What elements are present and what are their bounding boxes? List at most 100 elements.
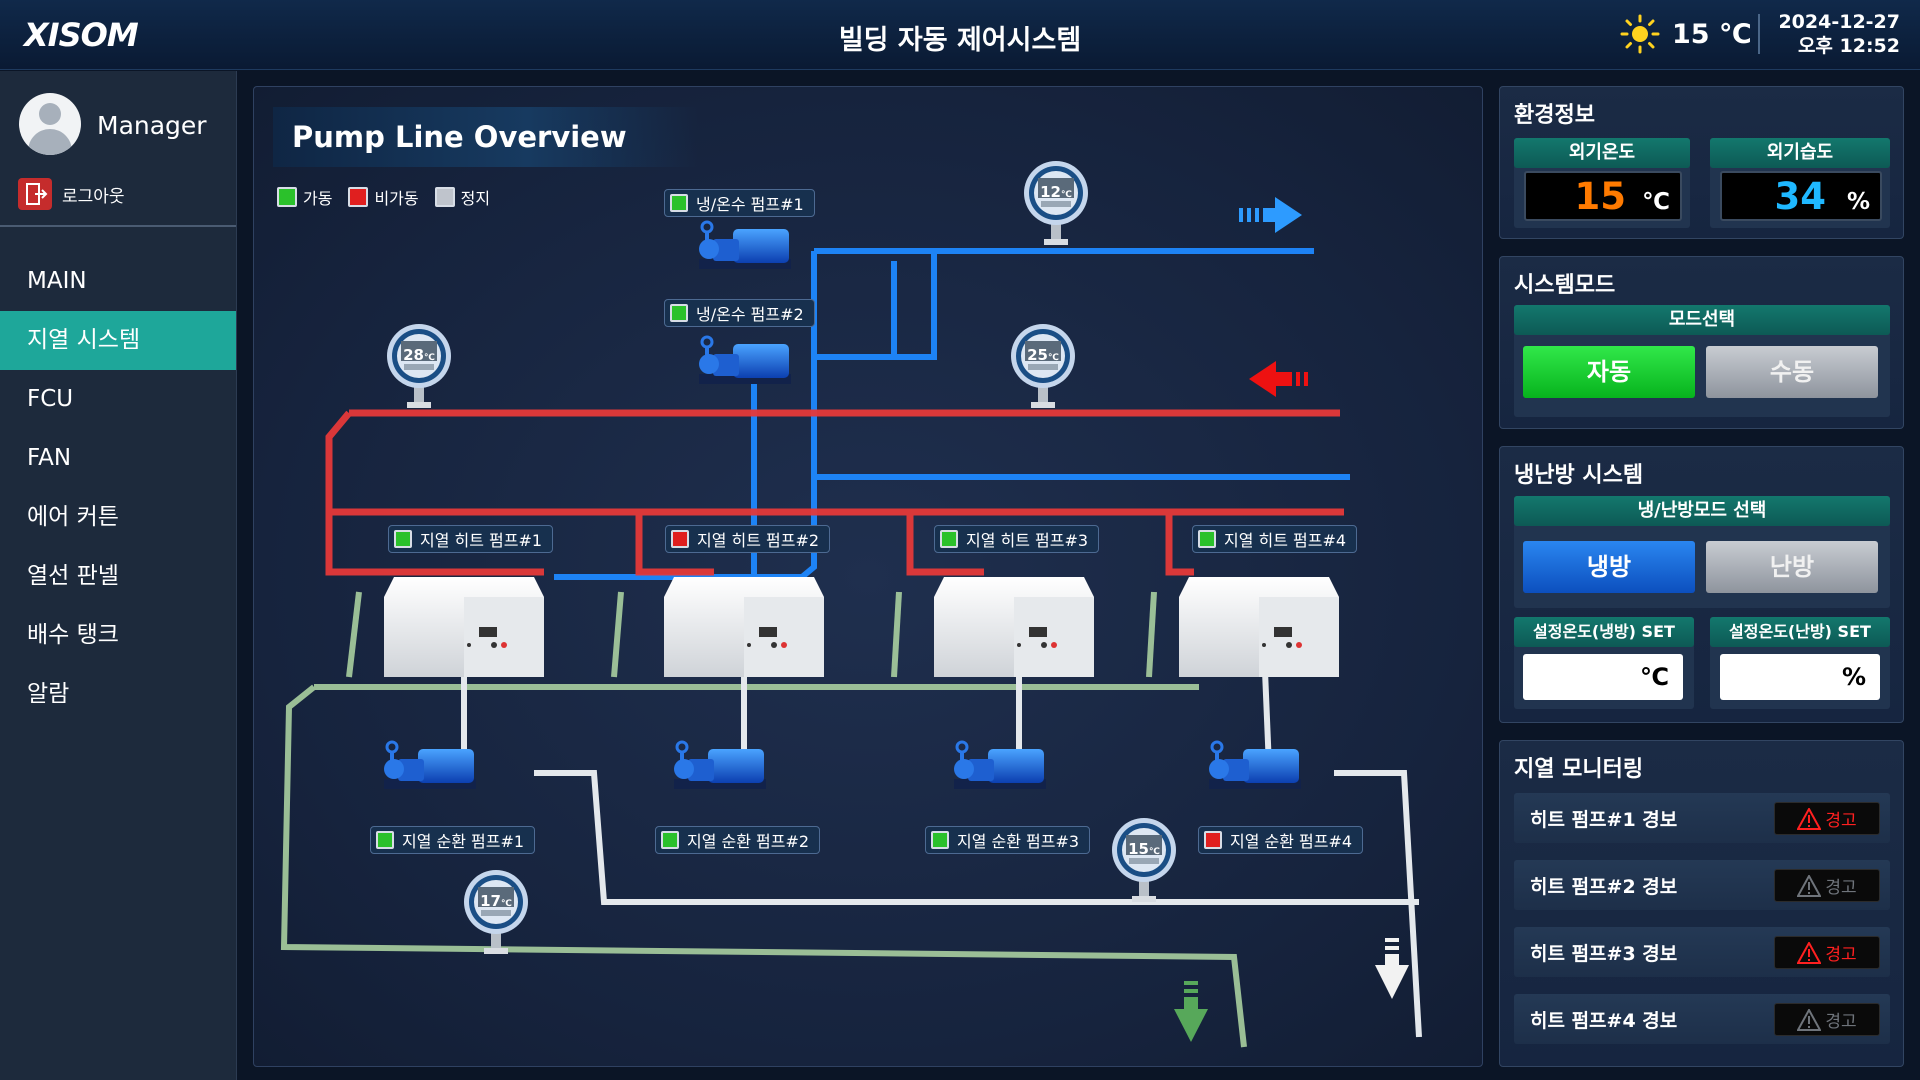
status-indicator [1198,530,1216,548]
warning-icon [1797,807,1822,830]
heating-setpoint-label: 설정온도(난방) SET [1710,617,1890,647]
alarm-warning-label: 경고 [1825,878,1857,898]
auto-mode-button[interactable]: 자동 [1523,346,1695,398]
legend-stopped: 비가동 [348,185,419,209]
system-mode-title: 시스템모드 [1514,273,1616,298]
manual-mode-button[interactable]: 수동 [1706,346,1878,398]
overview-title: Pump Line Overview [273,107,698,167]
alarm-warning-button[interactable]: 경고 [1774,869,1880,902]
logout-label: 로그아웃 [62,186,125,207]
outdoor-temp-value: 15 [1574,175,1627,218]
cooling-button[interactable]: 냉방 [1523,541,1695,593]
alarm-row-heat-pump-2: 히트 펌프#2 경보 경고 [1514,860,1890,910]
sidebar-item-geothermal[interactable]: 지열 시스템 [0,311,236,370]
outdoor-temperature: 15 ℃ [1672,18,1752,50]
legend-halt-swatch [434,187,455,207]
sidebar-item-heating-panel[interactable]: 열선 판넬 [27,563,119,589]
heating-setpoint-input[interactable]: % [1720,654,1880,700]
pipe-diagram [280,161,1422,1048]
circ-pump-2[interactable]: 지열 순환 펌프#2 [655,826,821,854]
warning-icon [1797,941,1822,964]
alarm-warning-button[interactable]: 경고 [1774,1003,1880,1036]
alarm-label: 히트 펌프#3 경보 [1530,943,1678,965]
mode-select-label: 모드선택 [1514,305,1890,335]
status-indicator [661,831,679,849]
env-info-panel: 환경정보 외기온도 15 ℃ 외기습도 34 % [1499,86,1904,239]
circ-pump-4[interactable]: 지열 순환 펌프#4 [1198,826,1364,854]
status-indicator [394,530,412,548]
sidebar-item-fan[interactable]: FAN [27,445,72,471]
alarm-warning-button[interactable]: 경고 [1774,936,1880,969]
legend-running-label: 가동 [303,189,333,208]
avatar[interactable] [19,93,81,155]
status-indicator [376,831,394,849]
status-indicator [1204,831,1222,849]
circ-pump-1[interactable]: 지열 순환 펌프#1 [370,826,536,854]
page-title: 빌딩 자동 제어시스템 [838,25,1082,56]
heat-pump-2[interactable]: 지열 히트 펌프#2 [665,525,831,553]
current-date: 2024-12-27 [1778,11,1900,33]
outdoor-temp-unit: ℃ [1642,189,1670,215]
gauge-return-left-temp: 28℃ [403,346,435,364]
heat-pump-1[interactable]: 지열 히트 펌프#1 [388,525,554,553]
current-time: 오후 12:52 [1797,35,1900,57]
legend-running-swatch [277,187,297,207]
alarm-warning-label: 경고 [1825,811,1857,831]
cooling-setpoint-label: 설정온도(냉방) SET [1514,617,1694,647]
heat-pump-1-label: 지열 히트 펌프#1 [420,531,543,550]
legend-halt-label: 정지 [460,189,491,208]
alarm-label: 히트 펌프#4 경보 [1530,1010,1678,1032]
sidebar-item-main[interactable]: MAIN [27,268,87,294]
sidebar-nav: MAIN 지열 시스템 FCU FAN 에어 커튼 열선 판넬 배수 탱크 알람 [0,252,236,724]
sidebar: Manager 로그아웃 MAIN 지열 시스템 FCU FAN 에어 커튼 열… [0,71,237,1080]
header-divider [1758,14,1760,54]
gauge-return-right-temp: 25℃ [1027,346,1059,364]
sidebar-item-fcu[interactable]: FCU [27,386,74,412]
alarm-warning-label: 경고 [1825,1012,1857,1032]
legend-stopped-label: 비가동 [374,189,419,208]
status-indicator [931,831,949,849]
heat-pump-3[interactable]: 지열 히트 펌프#3 [934,525,1100,553]
circ-pump-4-label: 지열 순환 펌프#4 [1230,832,1353,851]
cooling-setpoint-input[interactable]: ℃ [1523,654,1683,700]
chw-pump-2[interactable]: 냉/온수 펌프#2 [664,299,815,327]
alarm-warning-label: 경고 [1825,945,1857,965]
datetime: 2024-12-27 오후 12:52 [1770,10,1900,58]
status-legend: 가동 비가동 정지 [277,185,490,209]
legend-halt: 정지 [434,185,491,209]
alarm-label: 히트 펌프#2 경보 [1530,876,1678,898]
user-name: Manager [97,111,207,140]
status-indicator [940,530,958,548]
sidebar-item-alarm[interactable]: 알람 [27,681,70,707]
gauge-ground-left-temp: 17℃ [480,892,512,910]
logout-button[interactable]: 로그아웃 [18,178,125,210]
sidebar-item-air-curtain[interactable]: 에어 커튼 [27,504,119,530]
heating-button[interactable]: 난방 [1706,541,1878,593]
outdoor-temp-display: 15 ℃ [1524,171,1682,221]
header-bar: XISOM 빌딩 자동 제어시스템 15 ℃ 2024-12-27 오후 12:… [0,0,1920,70]
hvac-title: 냉난방 시스템 [1514,463,1644,488]
alarm-row-heat-pump-4: 히트 펌프#4 경보 경고 [1514,994,1890,1044]
geothermal-monitoring-title: 지열 모니터링 [1514,757,1644,782]
chw-pump-2-label: 냉/온수 펌프#2 [696,305,804,324]
circ-pump-3-label: 지열 순환 펌프#3 [957,832,1080,851]
circ-pump-3[interactable]: 지열 순환 펌프#3 [925,826,1091,854]
geothermal-monitoring-panel: 지열 모니터링 히트 펌프#1 경보 경고 히트 펌프#2 경보 경고 히트 펌… [1499,740,1904,1067]
alarm-row-heat-pump-3: 히트 펌프#3 경보 경고 [1514,927,1890,977]
warning-icon [1797,874,1822,897]
status-indicator [671,530,689,548]
status-indicator [670,194,688,212]
env-info-title: 환경정보 [1514,103,1595,128]
alarm-warning-button[interactable]: 경고 [1774,802,1880,835]
heat-pump-2-label: 지열 히트 펌프#2 [697,531,820,550]
sidebar-item-drain-tank[interactable]: 배수 탱크 [27,622,119,648]
heat-pump-4[interactable]: 지열 히트 펌프#4 [1192,525,1358,553]
outdoor-humidity-unit: % [1846,189,1870,215]
heat-pump-3-label: 지열 히트 펌프#3 [966,531,1089,550]
alarm-label: 히트 펌프#1 경보 [1530,809,1678,831]
outdoor-humidity-label: 외기습도 [1710,138,1890,168]
hvac-mode-label: 냉/난방모드 선택 [1514,496,1890,526]
cooling-setpoint-unit: ℃ [1639,663,1669,691]
chw-pump-1[interactable]: 냉/온수 펌프#1 [664,189,815,217]
pump-line-overview-panel: Pump Line Overview 가동 비가동 정지 12℃ 28℃ 25℃… [253,86,1483,1067]
